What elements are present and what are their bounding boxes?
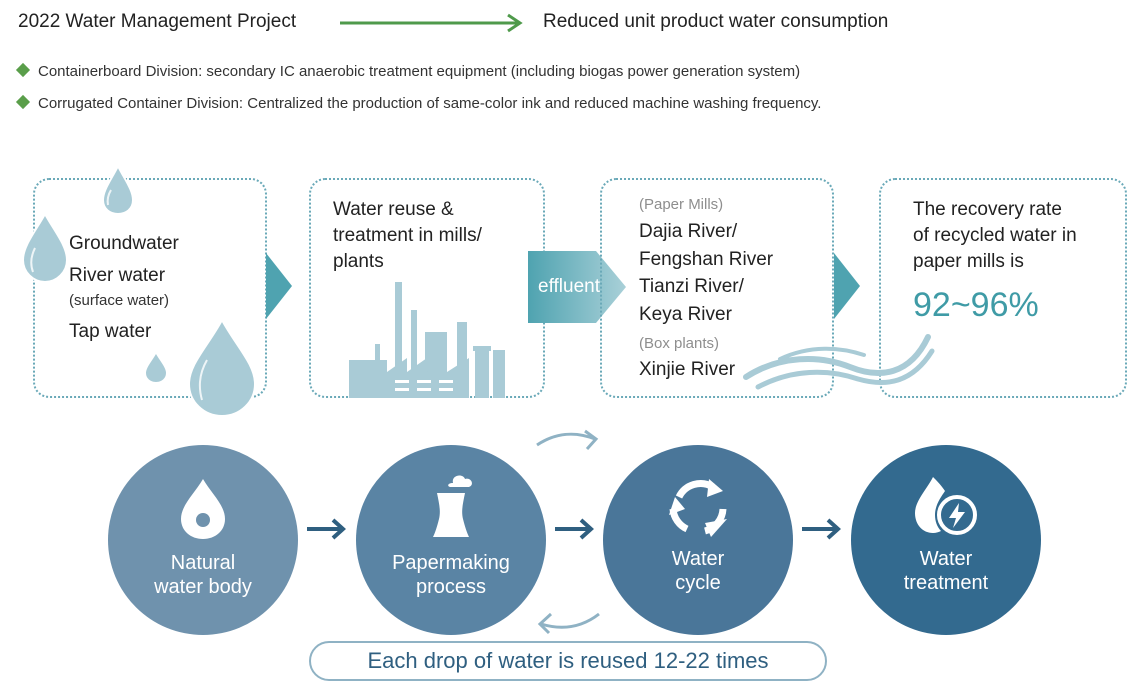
reuse-line: Water reuse & <box>333 199 454 220</box>
bullet-text: Corrugated Container Division: Centraliz… <box>38 95 822 112</box>
river-name: Fengshan River <box>639 248 774 270</box>
effluent-label: effluent <box>538 276 600 297</box>
bullet-containerboard: Containerboard Division: secondary IC an… <box>15 62 801 80</box>
box-plants-river: Xinjie River <box>639 359 736 380</box>
water-drop-icon <box>187 317 257 418</box>
bullet-text: Containerboard Division: secondary IC an… <box>38 63 801 80</box>
recovery-rate-value: 92~96% <box>913 286 1039 324</box>
curved-arrow-icon <box>536 429 599 451</box>
recycle-icon <box>669 479 727 537</box>
reuse-count-banner: Each drop of water is reused 12-22 times <box>309 641 827 681</box>
recovery-line: of recycled water in <box>913 225 1077 246</box>
water-drop-icon <box>143 349 169 385</box>
arrow-right-icon <box>307 518 346 540</box>
chevron-right-icon <box>266 253 292 319</box>
diamond-bullet-icon <box>15 62 31 78</box>
source-tap-water: Tap water <box>69 321 152 342</box>
green-arrow <box>340 13 523 33</box>
rivers-card <box>600 178 834 398</box>
paper-mills-heading: (Paper Mills) <box>639 196 724 213</box>
water-drop-icon <box>101 163 135 216</box>
water-drop-icon <box>21 211 69 284</box>
bullet-corrugated: Corrugated Container Division: Centraliz… <box>15 94 822 112</box>
source-surface-note: (surface water) <box>69 292 170 309</box>
river-name: Keya River <box>639 303 732 325</box>
water-energy-icon <box>915 477 977 535</box>
project-result: Reduced unit product water consumption <box>543 11 889 32</box>
arrow-right-icon <box>555 518 594 540</box>
recovery-card <box>879 178 1127 398</box>
river-name: Tianzi River/ <box>639 276 744 297</box>
reuse-line: plants <box>333 251 384 272</box>
source-river-water: River water <box>69 265 166 286</box>
recovery-line: paper mills is <box>913 251 1024 272</box>
chevron-right-icon <box>834 253 860 319</box>
recovery-text: The recovery rate of recycled water in p… <box>913 197 1077 275</box>
factory-icon <box>349 282 505 398</box>
wave-icon <box>743 334 935 390</box>
project-title: 2022 Water Management Project <box>18 11 297 32</box>
curved-arrow-icon <box>537 612 600 635</box>
paper-mills-rivers: Dajia River/ Fengshan River Tianzi River… <box>639 218 773 328</box>
recovery-line: The recovery rate <box>913 199 1062 220</box>
box-plants-heading: (Box plants) <box>639 335 720 352</box>
water-drops-decoration <box>21 163 257 418</box>
river-name: Dajia River/ <box>639 221 738 242</box>
diamond-bullet-icon <box>15 94 31 110</box>
reuse-text: Water reuse & treatment in mills/ plants <box>333 197 482 275</box>
water-drop-icon <box>181 479 225 539</box>
factory-chimney-icon <box>433 475 472 537</box>
reuse-line: treatment in mills/ <box>333 225 482 246</box>
source-groundwater: Groundwater <box>69 233 179 254</box>
arrow-right-icon <box>802 518 841 540</box>
